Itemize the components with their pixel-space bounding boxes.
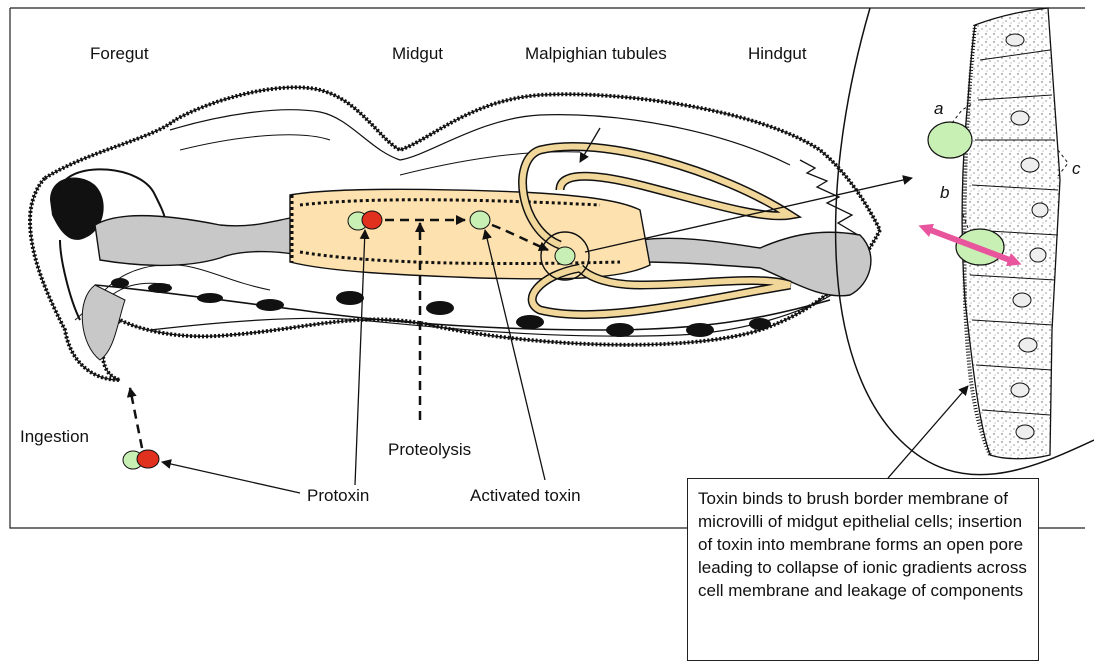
callout-box: Toxin binds to brush border membrane of … [687,478,1039,661]
label-proteolysis: Proteolysis [388,441,471,458]
inset-label-c: c [1072,160,1081,177]
label-protoxin: Protoxin [307,487,369,504]
label-ingestion: Ingestion [20,428,89,445]
midgut-activated-toxin-2 [555,247,575,265]
midgut-activated-toxin-1 [470,211,490,229]
toxin-a [928,122,972,158]
inset-label-a: a [934,100,943,117]
midgut-protoxin-red [362,211,382,229]
label-malpighian-tubules: Malpighian tubules [525,45,667,62]
midgut-region [290,189,650,279]
label-hindgut: Hindgut [748,45,807,62]
inset-label-b: b [940,184,949,201]
callout-text: Toxin binds to brush border membrane of … [698,489,1027,600]
label-midgut: Midgut [392,45,443,62]
label-foregut: Foregut [90,45,149,62]
label-activated-toxin: Activated toxin [470,487,581,504]
ingested-protoxin [123,450,159,469]
epithelium-inset [925,8,1068,459]
